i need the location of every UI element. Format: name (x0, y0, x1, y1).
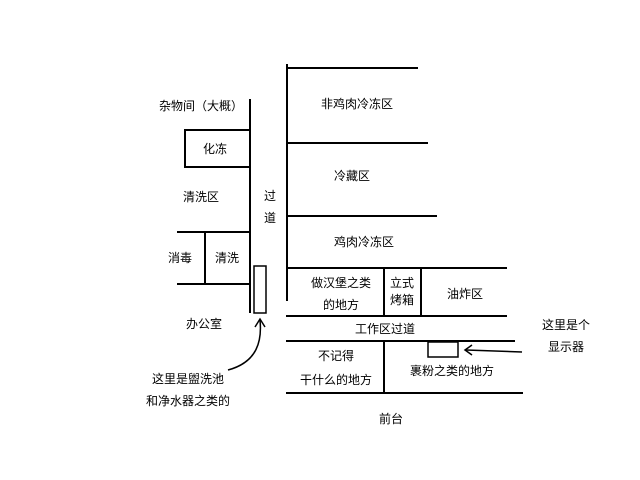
burger-area-label-line2: 的地方 (323, 297, 359, 312)
fryer-area-label: 油炸区 (447, 287, 483, 301)
storage-room-label: 杂物间（大概） (159, 99, 243, 113)
monitor-note-line2: 显示器 (548, 340, 584, 354)
oven-label-line2: 烤箱 (390, 292, 414, 307)
unknown-area-label-line1: 不记得 (318, 348, 354, 363)
monitor-arrow-head (463, 344, 473, 356)
monitor-note-line1: 这里是个 (542, 317, 590, 332)
chicken-freezer-label: 鸡肉冷冻区 (334, 234, 394, 249)
sink-arrow-line (227, 319, 262, 371)
oven-label-line1: 立式 (390, 275, 414, 290)
breading-area-label: 裹粉之类的地方 (410, 363, 494, 378)
corridor-label-line1: 过 (264, 189, 276, 203)
sink-box (253, 265, 267, 314)
monitor-arrow-line (465, 349, 523, 353)
unknown-area-label-line2: 干什么的地方 (300, 372, 372, 387)
office-label: 办公室 (186, 316, 222, 331)
sink-arrow-head (254, 317, 266, 328)
left-wing-walls (177, 99, 251, 313)
sink-note-line2: 和净水器之类的 (146, 393, 230, 408)
cold-storage-label: 冷藏区 (334, 169, 370, 183)
monitor-box (427, 341, 459, 358)
corridor-label-line2: 道 (264, 211, 276, 225)
washing-area-label: 清洗区 (183, 190, 219, 204)
burger-area-label-line1: 做汉堡之类 (311, 275, 371, 290)
sink-note-line1: 这里是盥洗池 (152, 371, 224, 386)
non-chicken-freezer-label: 非鸡肉冷冻区 (321, 96, 393, 111)
front-desk-label: 前台 (379, 411, 403, 426)
thaw-room-label: 化冻 (203, 141, 227, 156)
clean-area-label: 清洗 (215, 251, 239, 265)
work-corridor-label: 工作区过道 (355, 322, 415, 336)
right-wing-walls (286, 64, 523, 394)
disinfect-area-label: 消毒 (168, 251, 192, 265)
